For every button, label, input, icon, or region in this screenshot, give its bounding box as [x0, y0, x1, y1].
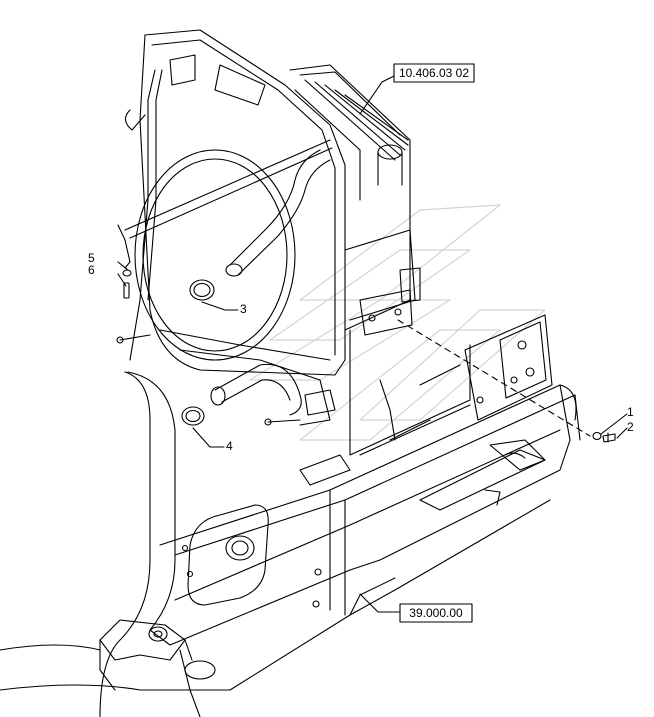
pin-part-6	[123, 282, 130, 299]
callout-2: 2	[627, 420, 634, 434]
watermark-logo	[249, 204, 546, 441]
bolt-part-2	[602, 432, 616, 443]
alignment-dashed-line	[397, 319, 591, 437]
front-bracket	[99, 619, 216, 691]
ref-box-frame	[399, 603, 473, 623]
frame-rail	[0, 371, 581, 717]
washer-part-5	[122, 269, 132, 277]
callout-6: 6	[88, 263, 95, 277]
radiator-assembly	[116, 29, 471, 456]
callout-4: 4	[226, 439, 233, 453]
ref-box-radiator	[393, 63, 475, 83]
callout-3: 3	[240, 302, 247, 316]
frame-slot-plate	[181, 504, 322, 608]
callout-5: 5	[88, 251, 95, 265]
hose-clamp-lower	[181, 406, 205, 426]
ref-label-radiator[interactable]: 10.406.03 02	[398, 66, 470, 80]
leader-lines	[117, 75, 628, 613]
radiator-mount-bracket	[464, 314, 577, 506]
callout-1: 1	[627, 405, 634, 419]
ref-label-frame[interactable]: 39.000.00	[409, 606, 463, 620]
hose-clamp-upper	[189, 279, 215, 301]
washer-part-1	[592, 431, 602, 441]
